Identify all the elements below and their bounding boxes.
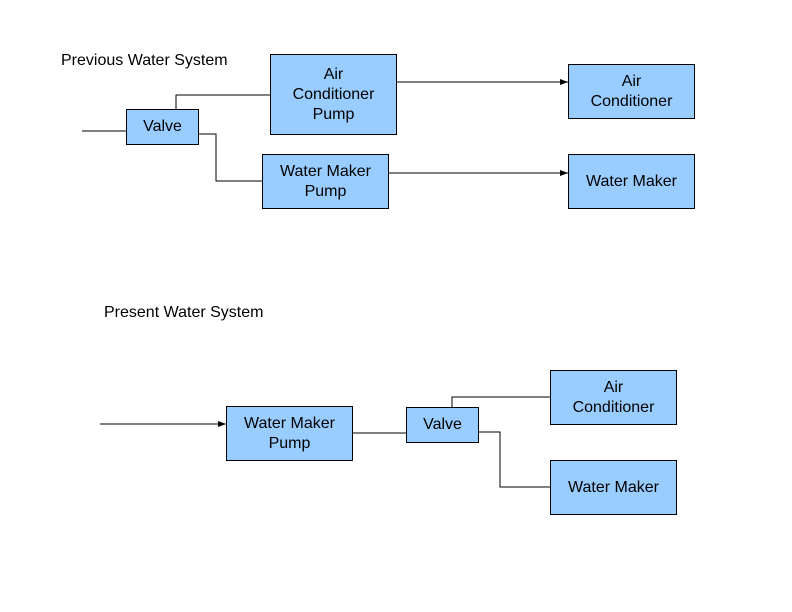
present-valve-to-ac-line bbox=[451, 396, 550, 407]
prev-valve-box: Valve bbox=[126, 109, 199, 145]
present-wm-box: Water Maker bbox=[550, 460, 677, 515]
prev-ac-box: Air Conditioner bbox=[568, 64, 695, 119]
prev-ac-pump-box: Air Conditioner Pump bbox=[270, 54, 397, 135]
present-wm-pump-box: Water Maker Pump bbox=[226, 406, 353, 461]
previous-system-title: Previous Water System bbox=[61, 52, 228, 69]
prev-wm-box: Water Maker bbox=[568, 154, 695, 209]
prev-valve-to-ac-pump-line bbox=[175, 94, 270, 109]
prev-valve-to-wm-pump-line bbox=[198, 133, 262, 182]
present-ac-box: Air Conditioner bbox=[550, 370, 677, 425]
present-valve-to-wm-line bbox=[478, 431, 550, 488]
prev-wm-pump-box: Water Maker Pump bbox=[262, 154, 389, 209]
present-system-title: Present Water System bbox=[104, 304, 264, 321]
present-valve-box: Valve bbox=[406, 407, 479, 443]
